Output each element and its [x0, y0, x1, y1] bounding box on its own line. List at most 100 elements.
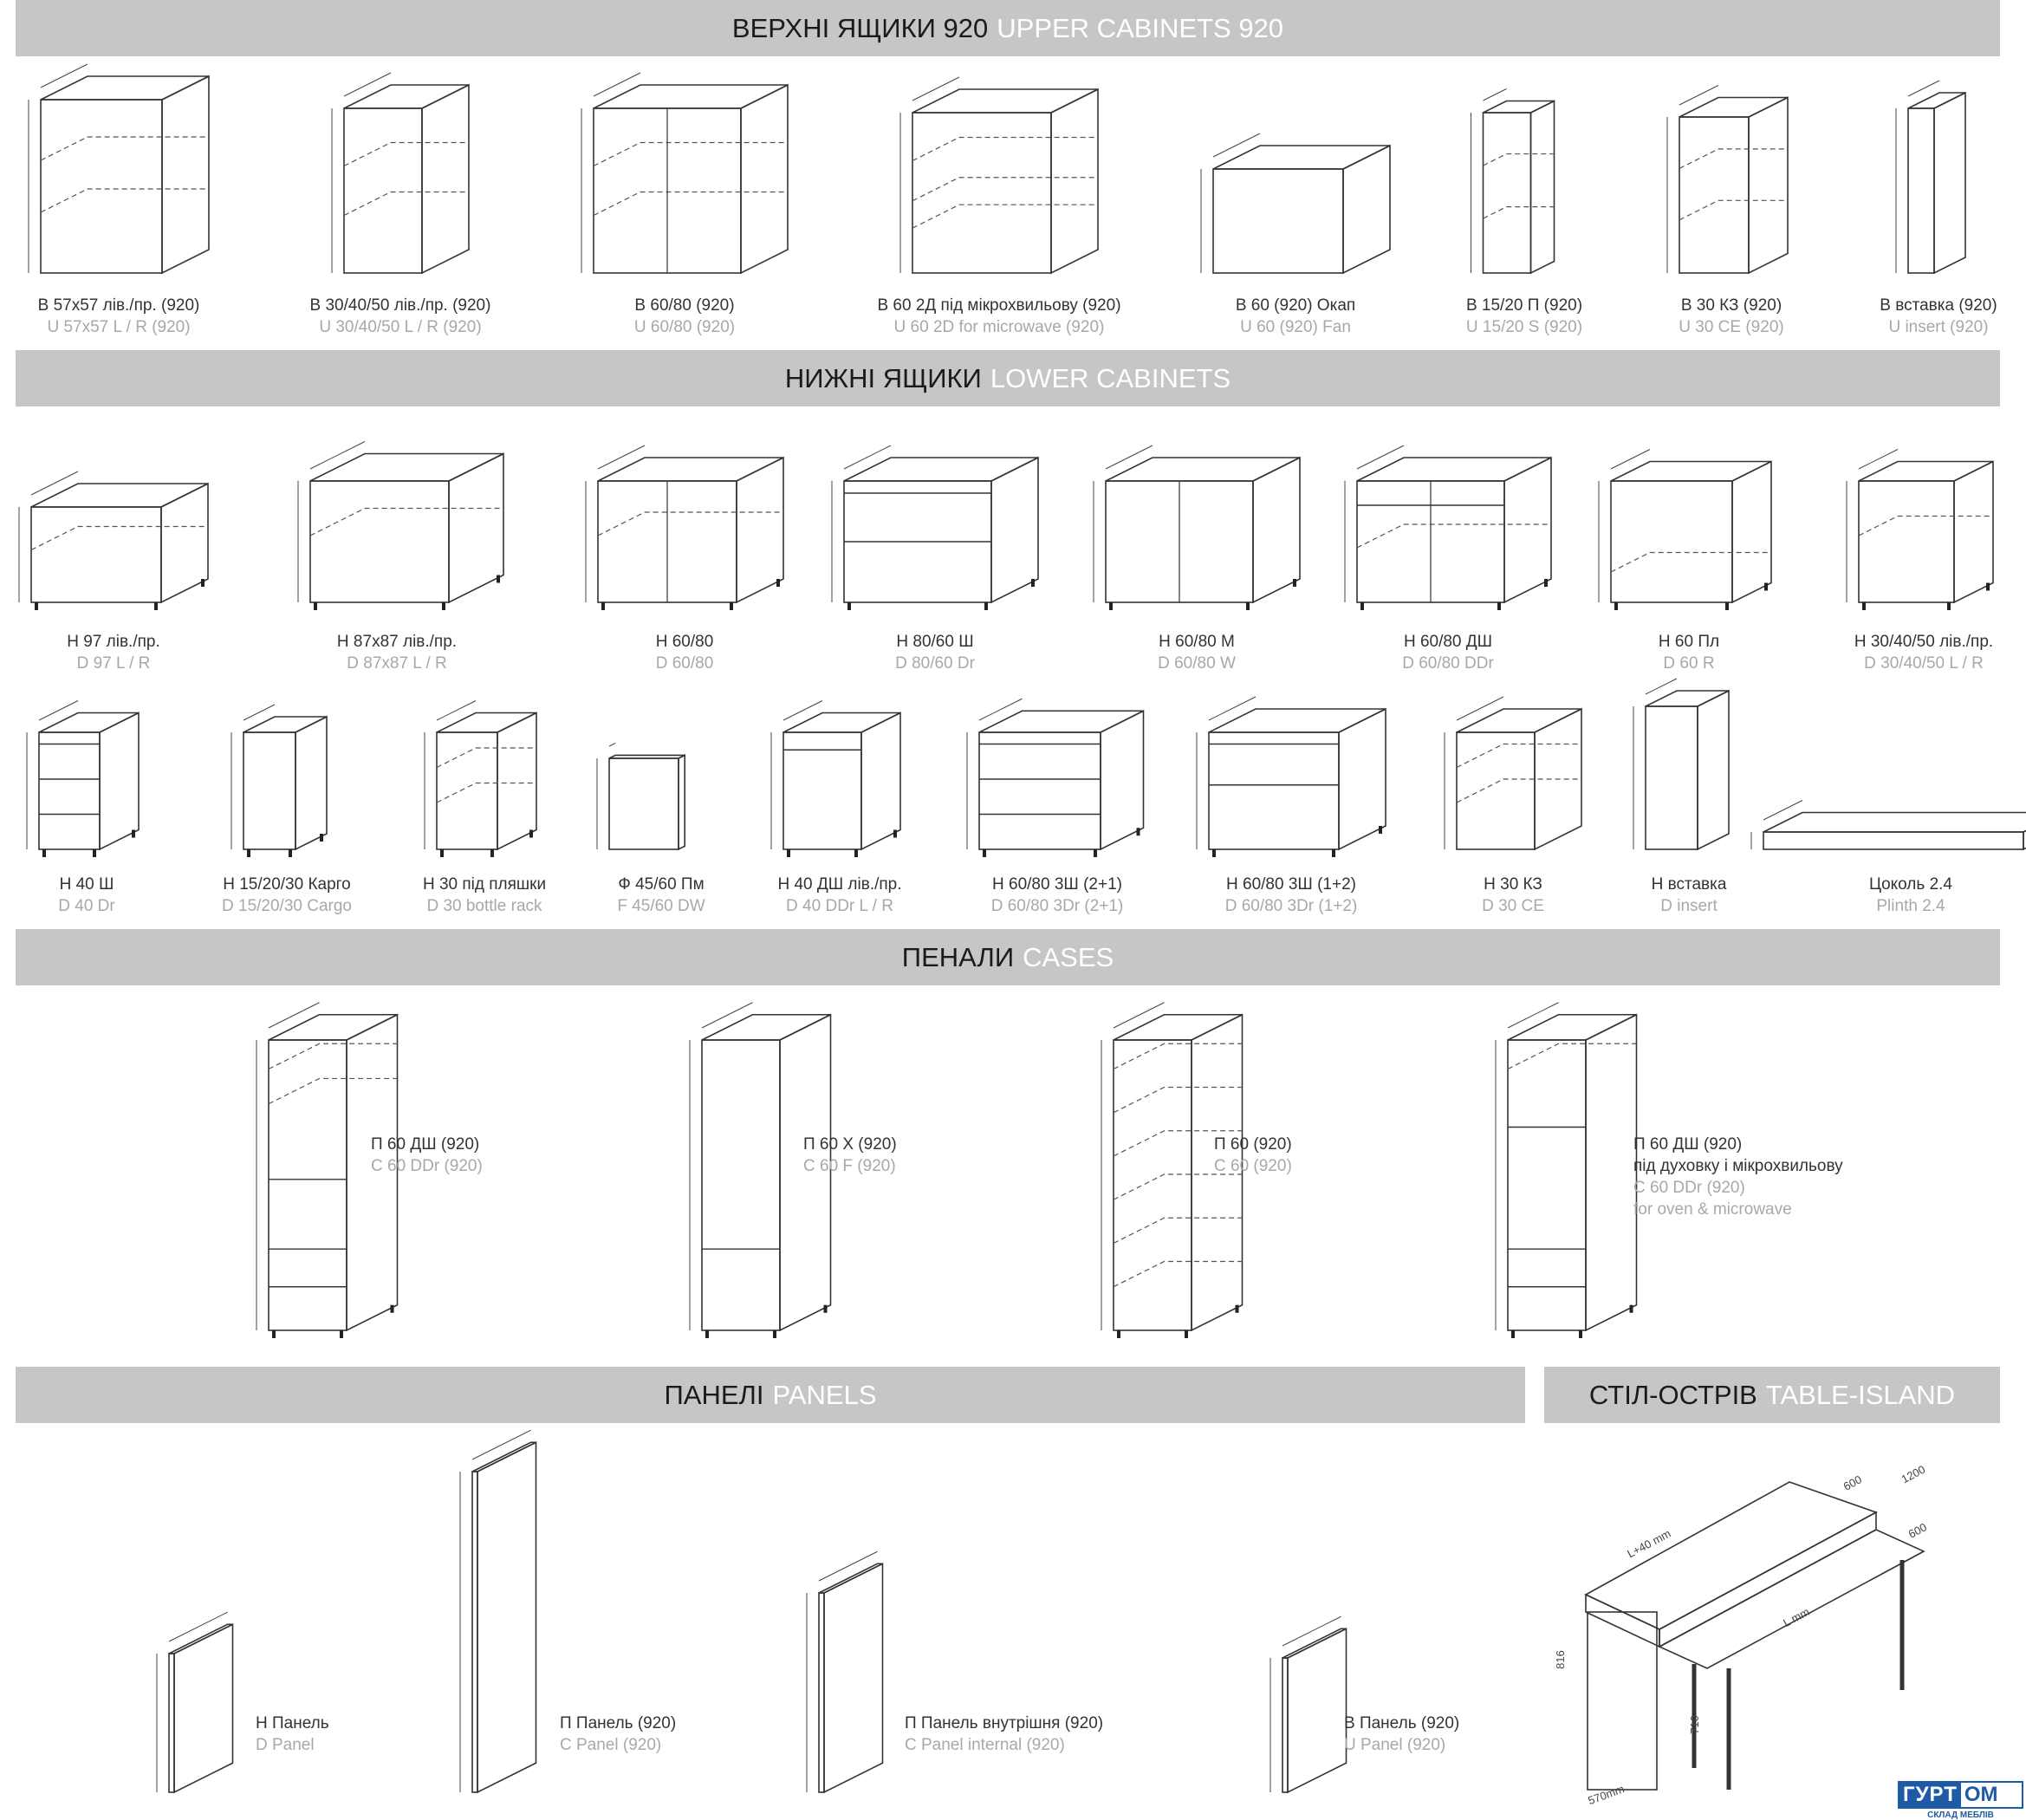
island-base [1587, 1611, 1658, 1791]
section-title-en: CASES [1023, 941, 1114, 972]
caption-ua: Н вставка [1651, 875, 1727, 894]
cabinet-top [40, 75, 210, 101]
cabinet-leg [1235, 1304, 1239, 1313]
cabinet-top [593, 84, 789, 109]
cabinet-front [1113, 1039, 1192, 1331]
lower-cabinet-drawing [18, 471, 209, 610]
item-caption: Н 40 ДШ лів./пр.D 40 DDr L / R [777, 874, 901, 917]
shelf-line [40, 188, 209, 213]
table-top [1658, 1529, 1925, 1669]
upper-cabinet-drawing [331, 72, 470, 275]
caption-ua: Н Панель [256, 1714, 329, 1732]
cabinet-side [678, 754, 686, 851]
dim-line [268, 1002, 320, 1029]
cabinet-leg [1379, 826, 1382, 834]
section-title-en: UPPER CABINETS 920 [997, 12, 1284, 43]
dimension-label: 600 [1906, 1520, 1929, 1540]
cabinet-top [30, 483, 209, 508]
lower-cabinet-drawing [424, 700, 537, 857]
caption-en: U 15/20 S (920) [1465, 318, 1583, 336]
cabinet-top [1456, 708, 1582, 733]
caption-en: U 60 (920) Fan [1240, 318, 1351, 336]
cabinet-side [1252, 456, 1301, 604]
island-top-edge [1585, 1593, 1660, 1648]
item-caption: В 15/20 П (920)U 15/20 S (920) [1466, 295, 1582, 338]
item-caption: Н 97 лів./пр.D 97 L / R [67, 631, 160, 674]
cabinet-side [1529, 100, 1555, 275]
caption-ua: Н 60/80 М [1159, 633, 1235, 651]
lower-cabinet-drawing [596, 742, 686, 851]
dim-line [1282, 1615, 1341, 1647]
section-title-ua: ПЕНАЛИ [901, 941, 1015, 972]
cabinet-front [701, 1039, 781, 1331]
caption-ua: Н 60/80 ДШ [1403, 633, 1493, 651]
section-title-en: TABLE-ISLAND [1765, 1379, 1956, 1410]
upper-cabinet-drawing [28, 63, 210, 275]
caption-ua: під духовку і мікрохвильову [1633, 1157, 1843, 1175]
shelf-line [1507, 1043, 1637, 1070]
shelf-line [1679, 199, 1788, 221]
cabinet-front [912, 112, 1052, 274]
caption-en: C 60 F (920) [803, 1157, 896, 1175]
item-caption: В 60 (920) Окап U 60 (920) Fan [1236, 295, 1355, 338]
logo-part-a: ГУРТ [1899, 1783, 1961, 1807]
cabinet-front [1212, 168, 1344, 274]
cabinet-side [421, 83, 470, 275]
cabinet-side [497, 712, 537, 851]
cabinet-front [243, 731, 296, 850]
cabinet-leg [776, 579, 780, 587]
section-title-ua: ВЕРХНІ ЯЩИКИ 920 [731, 12, 989, 43]
dim-line [608, 742, 616, 747]
caption-en: D 60/80 3Dr (2+1) [990, 897, 1124, 915]
caption-ua: П Панель (920) [560, 1714, 677, 1732]
lower-cabinet-drawing [1633, 678, 1730, 851]
dim-line [471, 1429, 531, 1460]
shelf-line [268, 1043, 398, 1070]
dim-line [436, 700, 477, 721]
cabinet-leg [1725, 602, 1729, 610]
caption-en: D 30 CE [1482, 897, 1544, 915]
section-upper-header: ВЕРХНІ ЯЩИКИ 920 UPPER CABINETS 920 [16, 0, 2000, 56]
dim-line [843, 445, 892, 470]
cabinet-top [343, 84, 470, 109]
cabinet-front [1679, 116, 1750, 274]
caption-en: D 30 bottle rack [426, 897, 542, 915]
cabinet-side [477, 1440, 537, 1794]
caption-ua: В 60/80 (920) [634, 296, 735, 315]
dim-line [343, 72, 392, 97]
cabinet-leg [340, 1330, 343, 1338]
dim-line [1610, 449, 1651, 470]
caption-ua: Н 80/60 Ш [896, 633, 974, 651]
dim-line [701, 1002, 753, 1029]
caption-ua: П 60 Х (920) [803, 1135, 897, 1154]
dim-line [1113, 1002, 1165, 1029]
cabinet-leg [1764, 582, 1768, 591]
cabinet-front [608, 757, 679, 850]
dimension-label: 710 [1688, 1715, 1701, 1734]
cabinet-side [161, 75, 210, 275]
caption-en: C Panel internal (920) [905, 1736, 1065, 1754]
caption-ua: Н 97 лів./пр. [67, 633, 160, 651]
cabinet-leg [93, 849, 96, 857]
item-caption: В вставка (920)U insert (920) [1880, 295, 1997, 338]
dim-line [1858, 449, 1899, 470]
cabinet-leg [201, 579, 205, 587]
cabinet-top [912, 88, 1099, 114]
shelf-line [309, 507, 503, 536]
cabinet-side [99, 712, 140, 851]
caption-en: for oven & microwave [1633, 1200, 1792, 1219]
caption-ua: В 60 (920) Окап [1235, 296, 1356, 315]
caption-en: D 87x87 L / R [347, 654, 447, 673]
item-caption: П Панель внутрішня (920)C Panel internal… [905, 1713, 1103, 1756]
lower-cabinet-drawing [1093, 445, 1301, 610]
dim-line [1212, 133, 1261, 158]
cabinet-front [309, 480, 450, 603]
cabinet-top [843, 457, 1039, 482]
cabinet-top [1212, 145, 1391, 170]
case-drawing [689, 1002, 832, 1338]
shelf-line [1113, 1086, 1243, 1114]
cabinet-side [1100, 709, 1145, 851]
